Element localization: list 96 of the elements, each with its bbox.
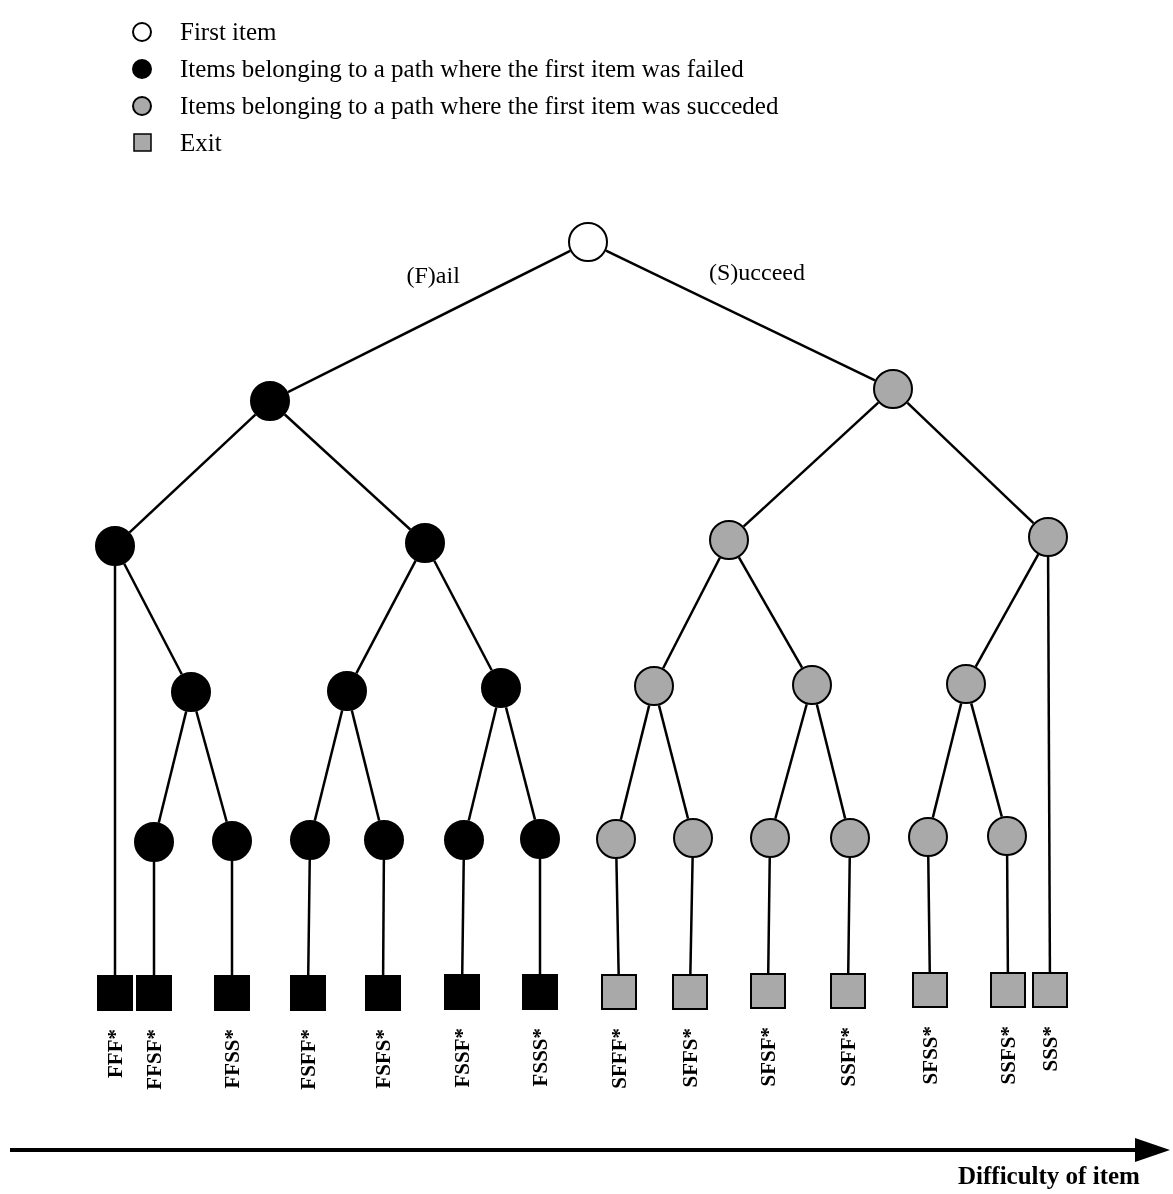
item-circle bbox=[171, 672, 211, 712]
tree-branch bbox=[467, 707, 498, 821]
tree-branch bbox=[615, 858, 620, 975]
tree-branch bbox=[195, 710, 228, 823]
tree-branch bbox=[1005, 856, 1010, 972]
exit-code-label: SFSS* bbox=[917, 1026, 943, 1085]
item-circle bbox=[792, 665, 832, 705]
item-circle bbox=[520, 819, 560, 859]
tree-branch bbox=[847, 858, 851, 973]
item-circle bbox=[709, 520, 749, 560]
item-circle bbox=[596, 819, 636, 859]
exit-square bbox=[136, 975, 172, 1011]
exit-square bbox=[601, 974, 637, 1010]
tree-branch bbox=[152, 862, 156, 975]
tree-branch bbox=[737, 556, 804, 669]
exit-code-label: SFFS* bbox=[677, 1028, 703, 1088]
item-circle bbox=[134, 822, 174, 862]
tree-branch bbox=[689, 857, 694, 975]
exit-code-label: FSSF* bbox=[449, 1028, 475, 1088]
item-circle bbox=[568, 222, 608, 262]
tree-branch bbox=[307, 860, 311, 975]
exit-code-label: FFSS* bbox=[219, 1029, 245, 1089]
item-circle bbox=[405, 523, 445, 563]
tree-branch bbox=[381, 860, 386, 975]
exit-square bbox=[750, 973, 786, 1009]
item-circle bbox=[873, 369, 913, 409]
legend-text: First item bbox=[180, 18, 277, 46]
tree-branch bbox=[742, 401, 880, 528]
tree-branch bbox=[1046, 557, 1052, 972]
item-circle bbox=[634, 666, 674, 706]
legend-text: Items belonging to a path where the first item was succeded bbox=[180, 92, 779, 120]
tree-branch bbox=[461, 860, 465, 974]
exit-square bbox=[672, 974, 708, 1010]
exit-square bbox=[830, 973, 866, 1009]
tree-branch bbox=[931, 703, 963, 818]
item-circle bbox=[95, 526, 135, 566]
tree-branch bbox=[433, 560, 493, 671]
tree-branch bbox=[927, 857, 931, 972]
item-circle bbox=[364, 820, 404, 860]
tree-branch bbox=[657, 705, 690, 819]
item-circle bbox=[290, 820, 330, 860]
tree-branch bbox=[355, 560, 417, 674]
tree-branch bbox=[774, 703, 808, 820]
item-circle bbox=[250, 381, 290, 421]
item-circle bbox=[987, 816, 1027, 856]
tree-branch bbox=[974, 553, 1040, 668]
tree-branch bbox=[767, 858, 771, 973]
exit-code-label: FFSF* bbox=[141, 1029, 167, 1090]
item-circle bbox=[673, 818, 713, 858]
item-circle bbox=[908, 817, 948, 857]
tree-branch bbox=[662, 557, 721, 669]
tree-branch bbox=[619, 705, 651, 820]
tree-branch bbox=[123, 563, 183, 675]
tree-branch bbox=[605, 249, 876, 382]
tree-branch bbox=[906, 401, 1035, 525]
exit-code-label: SSS* bbox=[1037, 1026, 1063, 1072]
tree-branch bbox=[815, 704, 847, 819]
exit-square bbox=[214, 975, 250, 1011]
legend-text: Items belonging to a path where the first item was failed bbox=[180, 55, 744, 83]
tree-branch bbox=[283, 413, 412, 531]
tree-branch bbox=[970, 703, 1003, 817]
item-circle bbox=[1028, 517, 1068, 557]
tree-branch bbox=[313, 710, 344, 821]
exit-code-label: FSFS* bbox=[370, 1029, 396, 1089]
item-circle bbox=[481, 668, 521, 708]
exit-code-label: FSSS* bbox=[527, 1028, 553, 1087]
exit-code-label: SFFF* bbox=[606, 1028, 632, 1089]
item-circle bbox=[946, 664, 986, 704]
exit-code-label: FSFF* bbox=[295, 1029, 321, 1090]
tree-branch bbox=[504, 707, 537, 820]
tree-branch bbox=[350, 710, 381, 821]
axis-label: Difficulty of item bbox=[958, 1162, 1140, 1190]
exit-code-label: FFF* bbox=[102, 1029, 128, 1078]
exit-code-label: SSFS* bbox=[995, 1026, 1021, 1085]
legend-text: Exit bbox=[180, 129, 222, 157]
tree-branch bbox=[287, 249, 571, 394]
exit-square bbox=[990, 972, 1026, 1008]
item-circle bbox=[750, 818, 790, 858]
tree-branch bbox=[128, 413, 257, 534]
tree-branch bbox=[113, 566, 117, 975]
exit-square bbox=[97, 975, 133, 1011]
item-circle bbox=[830, 818, 870, 858]
tree-branch bbox=[538, 859, 542, 974]
tree-branch bbox=[157, 711, 188, 823]
item-circle bbox=[444, 820, 484, 860]
exit-square bbox=[444, 974, 480, 1010]
exit-code-label: SSFF* bbox=[835, 1027, 861, 1087]
tree-branch bbox=[230, 861, 234, 975]
exit-code-label: SFSF* bbox=[755, 1027, 781, 1087]
item-circle bbox=[327, 671, 367, 711]
exit-square bbox=[290, 975, 326, 1011]
exit-square bbox=[912, 972, 948, 1008]
exit-square bbox=[365, 975, 401, 1011]
exit-square bbox=[1032, 972, 1068, 1008]
item-circle bbox=[212, 821, 252, 861]
exit-square bbox=[522, 974, 558, 1010]
